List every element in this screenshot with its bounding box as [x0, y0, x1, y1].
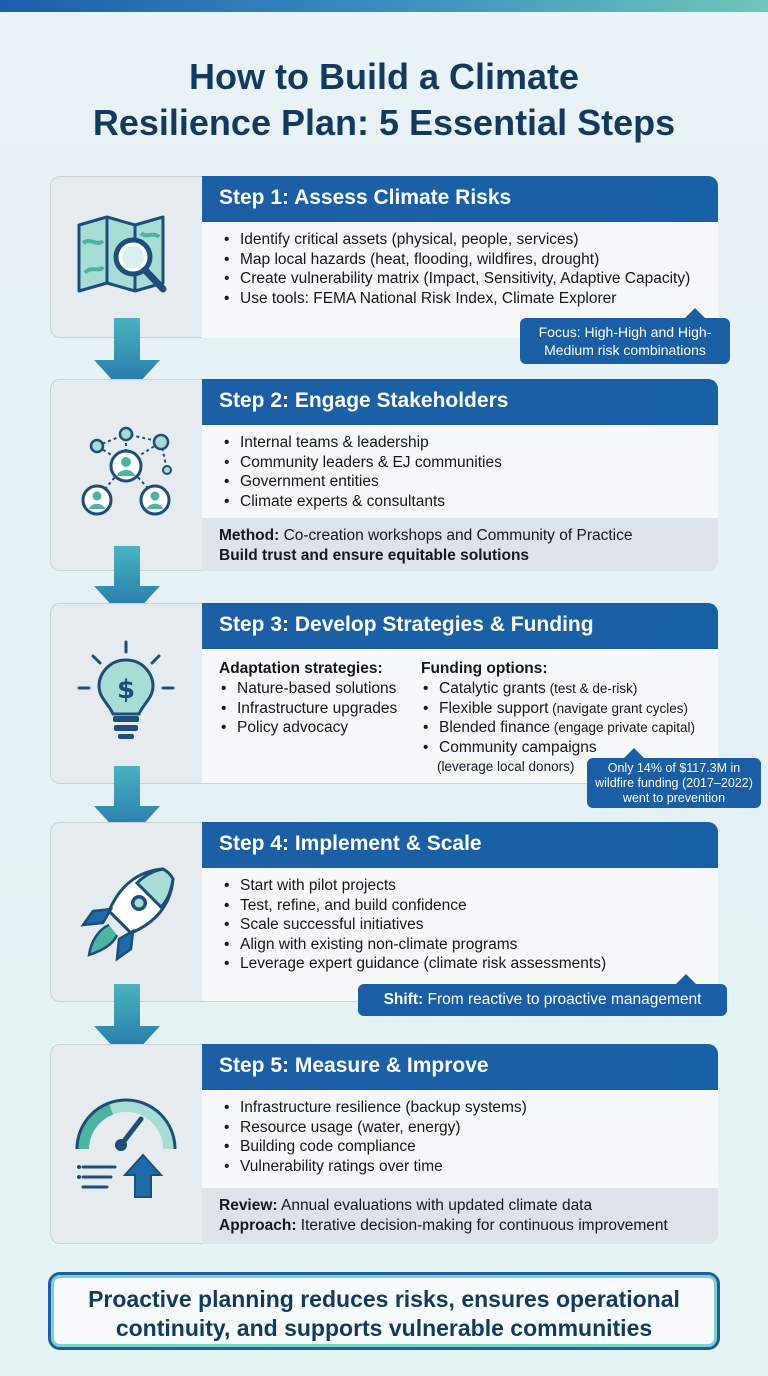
step-3-heading: Step 3: Develop Strategies & Funding — [202, 603, 718, 649]
top-gradient-bar — [0, 0, 768, 12]
step-5-body: Infrastructure resilience (backup system… — [202, 1090, 718, 1188]
list-item: Community leaders & EJ communities — [222, 453, 718, 473]
list-item: Infrastructure upgrades — [219, 699, 397, 719]
funding-header: Funding options: — [421, 660, 548, 677]
step-5-bullets: Infrastructure resilience (backup system… — [222, 1098, 718, 1176]
step-2-bullets: Internal teams & leadership Community le… — [222, 433, 718, 511]
list-item: Infrastructure resilience (backup system… — [222, 1098, 718, 1118]
adaptation-column: Adaptation strategies: Nature-based solu… — [219, 659, 397, 738]
step-3-card: $ Step 3: Develop Strategies & Funding A… — [50, 603, 718, 784]
step-1-callout: Focus: High-High and High- Medium risk c… — [520, 308, 730, 364]
summary-line-1: Proactive planning reduces risks, ensure… — [88, 1286, 680, 1312]
list-item: Resource usage (water, energy) — [222, 1118, 718, 1138]
list-item: Use tools: FEMA National Risk Index, Cli… — [222, 289, 718, 309]
title-line-1: How to Build a Climate — [188, 56, 580, 97]
rocket-icon — [80, 867, 175, 962]
list-item: Community campaigns — [421, 738, 695, 758]
step-1-card: Step 1: Assess Climate Risks Identify cr… — [50, 176, 718, 338]
funding-column: Funding options: Catalytic grants (test … — [421, 659, 695, 776]
list-item: Nature-based solutions — [219, 679, 397, 699]
list-item: Start with pilot projects — [222, 876, 718, 896]
step-5-heading: Step 5: Measure & Improve — [202, 1044, 718, 1090]
step-4-body: Start with pilot projects Test, refine, … — [202, 868, 718, 1001]
list-item: Building code compliance — [222, 1137, 718, 1157]
step-3-callout: Only 14% of $117.3M in wildfire funding … — [587, 748, 761, 808]
list-item: Blended finance (engage private capital) — [421, 718, 695, 738]
list-item: Government entities — [222, 472, 718, 492]
list-item: Leverage expert guidance (climate risk a… — [222, 954, 718, 974]
step-2-heading: Step 2: Engage Stakeholders — [202, 379, 718, 425]
arrow-down-icon — [94, 984, 160, 1062]
step-5-review-note: Review: Annual evaluations with updated … — [202, 1188, 718, 1244]
step-1-body: Identify critical assets (physical, peop… — [202, 222, 718, 338]
summary-banner: Proactive planning reduces risks, ensure… — [48, 1272, 720, 1350]
svg-text:$: $ — [117, 675, 135, 705]
title-line-2: Resilience Plan: 5 Essential Steps — [92, 102, 676, 143]
list-item: Identify critical assets (physical, peop… — [222, 230, 718, 250]
list-item: Flexible support (navigate grant cycles) — [421, 699, 695, 719]
funding-tail: (leverage local donors) — [437, 759, 575, 774]
arrow-down-icon — [94, 318, 160, 396]
step-2-card: Step 2: Engage Stakeholders Internal tea… — [50, 379, 718, 571]
step-5-card: Step 5: Measure & Improve Infrastructure… — [50, 1044, 718, 1244]
step-4-heading: Step 4: Implement & Scale — [202, 822, 718, 868]
list-item: Create vulnerability matrix (Impact, Sen… — [222, 269, 718, 289]
step-4-callout: Shift: From reactive to proactive manage… — [358, 974, 727, 1016]
step-1-bullets: Identify critical assets (physical, peop… — [222, 230, 718, 308]
step-2-method-note: Method: Co-creation workshops and Commun… — [202, 518, 718, 571]
page-title: How to Build a Climate Resilience Plan: … — [30, 54, 738, 146]
network-people-icon — [81, 426, 172, 516]
list-item: Map local hazards (heat, flooding, wildf… — [222, 250, 718, 270]
list-item: Internal teams & leadership — [222, 433, 718, 453]
step-1-heading: Step 1: Assess Climate Risks — [202, 176, 718, 222]
gauge-growth-icon — [75, 1098, 177, 1198]
step-2-body: Internal teams & leadership Community le… — [202, 425, 718, 518]
list-item: Climate experts & consultants — [222, 492, 718, 512]
list-item: Catalytic grants (test & de-risk) — [421, 679, 695, 699]
list-item: Policy advocacy — [219, 718, 397, 738]
list-item: Scale successful initiatives — [222, 915, 718, 935]
step-4-bullets: Start with pilot projects Test, refine, … — [222, 876, 718, 974]
list-item: Align with existing non-climate programs — [222, 935, 718, 955]
list-item: Test, refine, and build confidence — [222, 896, 718, 916]
summary-line-2: continuity, and supports vulnerable comm… — [115, 1315, 653, 1341]
step-4-card: Step 4: Implement & Scale Start with pil… — [50, 822, 718, 1002]
adaptation-header: Adaptation strategies: — [219, 660, 383, 677]
map-magnifier-icon — [77, 215, 167, 293]
list-item: Vulnerability ratings over time — [222, 1157, 718, 1177]
lightbulb-dollar-icon: $ — [77, 640, 175, 739]
